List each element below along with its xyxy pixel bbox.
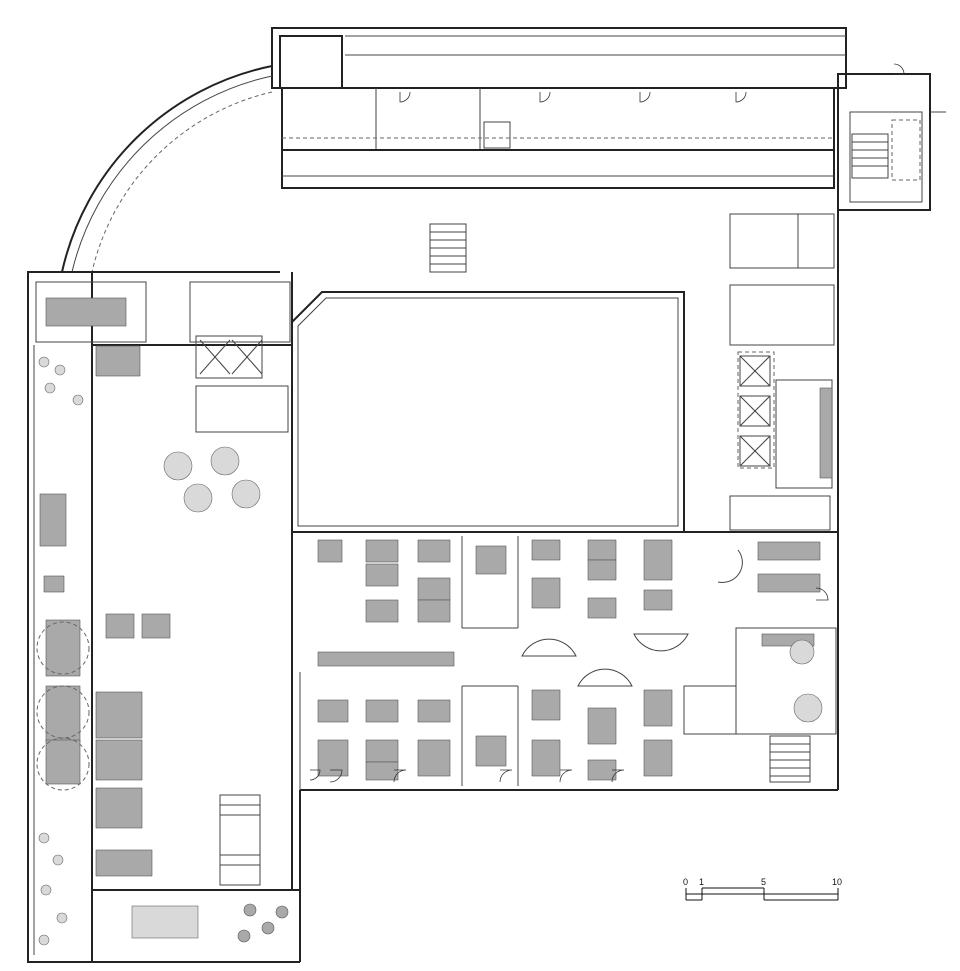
scale-label-10: 10 bbox=[832, 877, 842, 887]
furniture bbox=[36, 297, 833, 939]
booths bbox=[521, 549, 743, 687]
scale-bar: 0 1 5 10 bbox=[683, 877, 842, 901]
north-wing bbox=[271, 27, 946, 211]
west-wing bbox=[27, 271, 301, 963]
plants bbox=[38, 356, 289, 946]
doors bbox=[309, 63, 905, 783]
scale-label-5: 5 bbox=[761, 877, 766, 887]
scale-label-0: 0 bbox=[683, 877, 688, 887]
south-office bbox=[292, 210, 839, 791]
northwest-core bbox=[195, 335, 289, 433]
stairs bbox=[219, 133, 889, 886]
elevator-shafts bbox=[739, 355, 771, 467]
curved-terrace bbox=[61, 28, 280, 273]
scale-label-1: 1 bbox=[699, 877, 704, 887]
east-core bbox=[729, 213, 835, 531]
courtyard bbox=[291, 291, 685, 533]
